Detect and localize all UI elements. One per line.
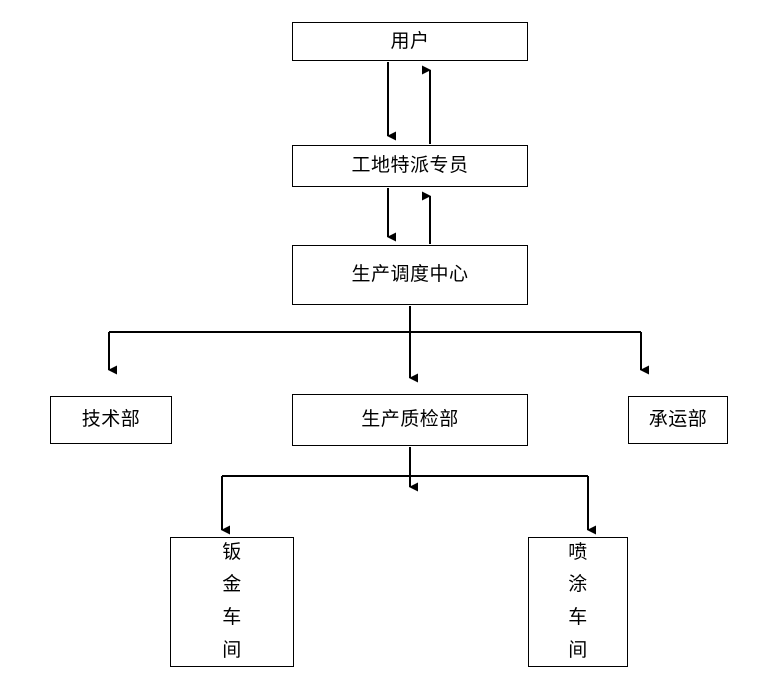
node-production-quality-department[interactable]: 生产质检部	[292, 394, 528, 446]
node-spray-painting-workshop[interactable]: 喷 涂 车 间	[528, 537, 628, 667]
node-dispatch-label: 生产调度中心	[351, 264, 469, 286]
node-carrier-department[interactable]: 承运部	[628, 396, 728, 444]
node-technology-department[interactable]: 技术部	[50, 396, 172, 444]
node-paint-label: 喷 涂 车 间	[568, 541, 588, 661]
node-sheetmetal-label: 钣 金 车 间	[222, 541, 242, 661]
node-user[interactable]: 用户	[292, 22, 528, 61]
node-user-label: 用户	[390, 30, 430, 52]
node-sheet-metal-workshop[interactable]: 钣 金 车 间	[170, 537, 294, 667]
node-site-agent[interactable]: 工地特派专员	[292, 145, 528, 187]
node-site-agent-label: 工地特派专员	[351, 155, 469, 177]
node-carrier-label: 承运部	[648, 409, 708, 431]
node-tech-label: 技术部	[81, 409, 141, 431]
node-qc-label: 生产质检部	[361, 409, 459, 431]
node-production-dispatch-center[interactable]: 生产调度中心	[292, 245, 528, 305]
